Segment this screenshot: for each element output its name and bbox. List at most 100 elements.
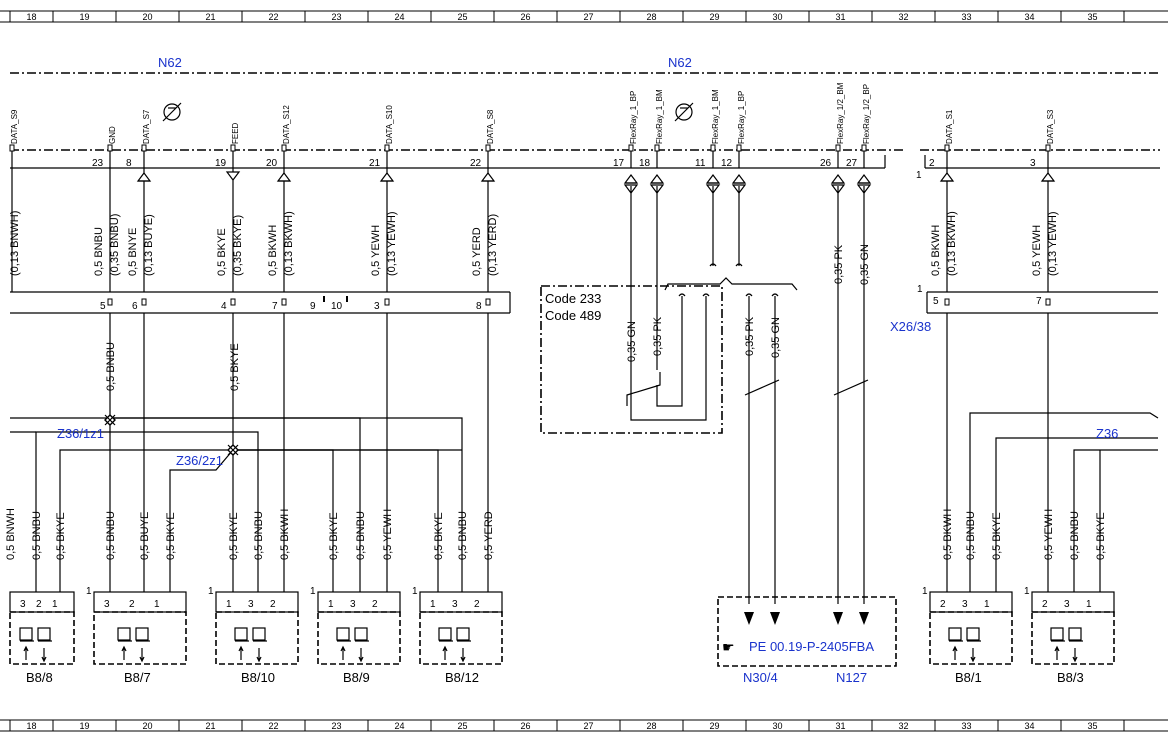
lower-wire-label: 0,5 BKYE bbox=[433, 512, 445, 560]
wire-label: (0,13 BNWH) bbox=[9, 211, 21, 276]
top-pin-number: 21 bbox=[369, 158, 381, 169]
top-pin-number: 23 bbox=[92, 158, 104, 169]
connector-pin-number: 4 bbox=[221, 301, 227, 312]
grid-number: 21 bbox=[206, 12, 216, 22]
flexray-wiring bbox=[626, 186, 869, 604]
grid-number: 32 bbox=[899, 12, 909, 22]
sensor-label: B8/12 bbox=[445, 670, 479, 685]
sensor-pin-number: 3 bbox=[248, 599, 254, 610]
splice-z36-1z1: Z36/1z1 bbox=[57, 426, 104, 441]
code-wire-pk: 0,35 PK bbox=[652, 316, 664, 356]
sensor-pin-number: 1 bbox=[52, 599, 58, 610]
n62-label-left: N62 bbox=[158, 55, 182, 70]
top-pin-number: 17 bbox=[613, 158, 625, 169]
wire-label-secondary: (0,13 BKWH) bbox=[946, 211, 958, 276]
grid-number: 31 bbox=[836, 12, 846, 22]
wire-label-secondary: (0,35 BNBU) bbox=[109, 214, 121, 276]
top-pin-number: 18 bbox=[639, 158, 651, 169]
lower-wire-label: 0,5 BNBU bbox=[105, 511, 117, 560]
top-pin-name: DATA_S7 bbox=[142, 109, 151, 144]
grid-number: 20 bbox=[143, 12, 153, 22]
grid-number: 22 bbox=[269, 12, 279, 22]
wire-label: 0,5 BNBU bbox=[93, 227, 105, 276]
grid-number: 22 bbox=[269, 721, 279, 731]
n127-label: N127 bbox=[836, 670, 867, 685]
grid-number: 27 bbox=[584, 721, 594, 731]
grid-number: 28 bbox=[647, 721, 657, 731]
top-pin-name: DATA_S12 bbox=[282, 105, 291, 144]
lower-wire-label: 0,5 BNBU bbox=[355, 511, 367, 560]
sensor-pin-one: 1 bbox=[412, 586, 418, 597]
top-pin-number: 2 bbox=[929, 158, 935, 169]
wire-label-secondary: (0,13 BUYE) bbox=[143, 214, 155, 276]
top-pin-name: FlexRay_1/2_BP bbox=[862, 84, 871, 144]
code-wire-gn: 0,35 GN bbox=[626, 321, 638, 362]
sensor-label: B8/9 bbox=[343, 670, 370, 685]
grid-number: 25 bbox=[458, 721, 468, 731]
sensor-pin-number: 1 bbox=[984, 599, 990, 610]
mid-wire-bnbu: 0,5 BNBU bbox=[105, 342, 117, 391]
sensor-pin-number: 3 bbox=[20, 599, 26, 610]
connector-pin-number: 8 bbox=[476, 301, 482, 312]
sensor-pin-one: 1 bbox=[922, 586, 928, 597]
lower-wire-label: 0,5 BKWH bbox=[942, 509, 954, 560]
ground-symbol-right bbox=[674, 102, 694, 122]
sensor-pin-one: 1 bbox=[1024, 586, 1030, 597]
grid-number: 34 bbox=[1025, 12, 1035, 22]
top-pin-name: DATA_S10 bbox=[385, 105, 394, 144]
top-pin-number: 22 bbox=[470, 158, 482, 169]
sensor-pin-number: 1 bbox=[1086, 599, 1092, 610]
reference-box: ☛ PE 00.19-P-2405FBA N30/4 N127 bbox=[717, 596, 897, 685]
grid-number: 34 bbox=[1025, 721, 1035, 731]
sensor-pin-number: 2 bbox=[36, 599, 42, 610]
grid-number: 30 bbox=[773, 12, 783, 22]
grid-number: 31 bbox=[836, 721, 846, 731]
grid-number: 26 bbox=[521, 721, 531, 731]
sensor-pin-number: 2 bbox=[372, 599, 378, 610]
grid-number: 24 bbox=[395, 721, 405, 731]
sensor-label: B8/1 bbox=[955, 670, 982, 685]
flexray-labels: 0,35 GN 0,35 PK 0,35 PK 0,35 GN 0,35 PK … bbox=[626, 244, 871, 362]
x26-pin-5: 5 bbox=[933, 296, 939, 307]
top-pin-name: DATA_S8 bbox=[486, 109, 495, 144]
sensor-pin-number: 3 bbox=[962, 599, 968, 610]
sensor-pin-number: 3 bbox=[452, 599, 458, 610]
wire-label-secondary: (0,35 BKYE) bbox=[232, 215, 244, 276]
top-pin-number: 3 bbox=[1030, 158, 1036, 169]
grid-number: 35 bbox=[1088, 721, 1098, 731]
sensor-pin-number: 2 bbox=[474, 599, 480, 610]
top-pin-name: FlexRay_1_BM bbox=[655, 89, 664, 144]
grid-number: 25 bbox=[458, 12, 468, 22]
sensor-pin-number: 3 bbox=[350, 599, 356, 610]
wire-label-secondary: (0,13 YERD) bbox=[487, 214, 499, 276]
lower-wire-label: 0,5 BKWH bbox=[279, 509, 291, 560]
wire-gn-mid: 0,35 GN bbox=[770, 317, 782, 358]
connector-pin-number: 7 bbox=[272, 301, 278, 312]
lower-wire-label: 0,5 BKYE bbox=[55, 512, 67, 560]
sensor-pin-number: 2 bbox=[940, 599, 946, 610]
lower-wire-label: 0,5 BNBU bbox=[1069, 511, 1081, 560]
sensor-label: B8/8 bbox=[26, 670, 53, 685]
lower-wire-label: 0,5 BKYE bbox=[165, 512, 177, 560]
top-pin-number: 11 bbox=[695, 158, 706, 169]
splice-z36: Z36 bbox=[1096, 426, 1118, 441]
top-pin-name: FlexRay_1_BP bbox=[737, 91, 746, 144]
sensor-pin-number: 3 bbox=[104, 599, 110, 610]
top-pin-number: 27 bbox=[846, 158, 858, 169]
sensor-pin-one: 1 bbox=[310, 586, 316, 597]
top-pin-name: FEED bbox=[231, 122, 240, 144]
wire-label-secondary: (0,13 YEWH) bbox=[386, 211, 398, 276]
reference-link[interactable]: PE 00.19-P-2405FBA bbox=[749, 639, 874, 654]
sensor-label: B8/3 bbox=[1057, 670, 1084, 685]
grid-number: 27 bbox=[584, 12, 594, 22]
lower-wire-label: 0,5 BKYE bbox=[228, 512, 240, 560]
lower-wire-label: 0,5 BNBU bbox=[457, 511, 469, 560]
wire-label: 0,5 BKWH bbox=[267, 225, 279, 276]
top-pin-name: FlexRay_1_BM bbox=[711, 89, 720, 144]
